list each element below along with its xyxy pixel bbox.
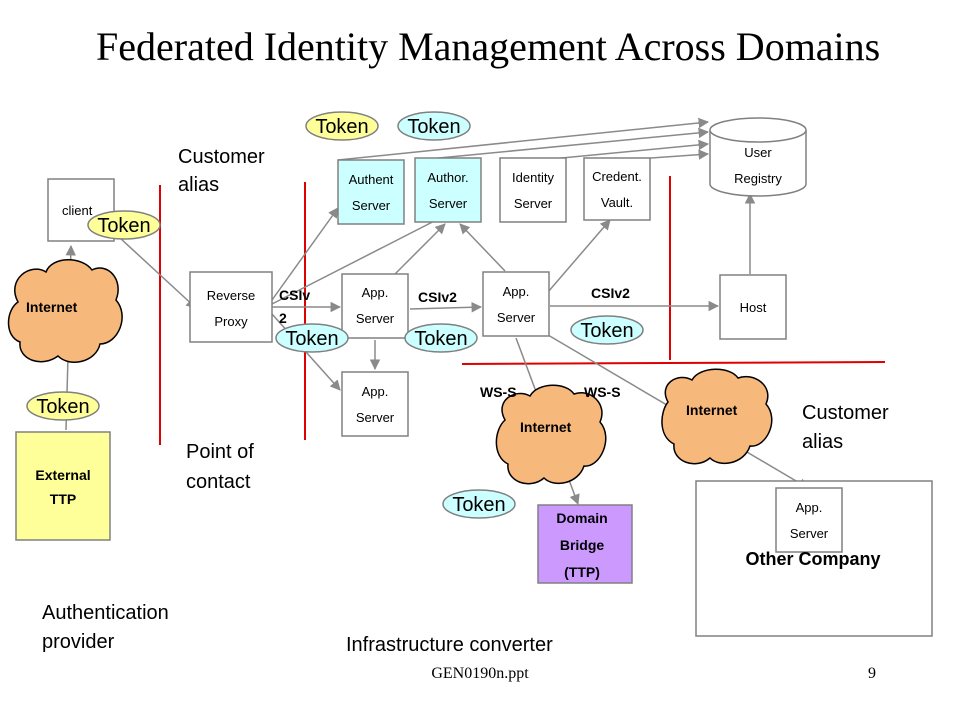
other-app-server-box xyxy=(775,487,843,553)
internet-left-label: Internet xyxy=(26,299,78,315)
token-proxy: Token xyxy=(275,323,349,353)
author-server-line1: Author. xyxy=(427,170,468,185)
external-ttp-line2: TTP xyxy=(50,491,76,507)
token-client-label: Token xyxy=(97,215,150,237)
customer-alias-right-line2: alias xyxy=(802,431,843,453)
app-server-3-node: App. Server xyxy=(341,371,409,437)
external-ttp-line1: External xyxy=(35,467,90,483)
app-server-1-line1: App. xyxy=(362,285,389,300)
token-app2: Token xyxy=(570,315,644,345)
protocol-wss-a: WS-S xyxy=(480,384,517,400)
credent-vault-line2: Vault. xyxy=(601,195,633,210)
footer-page-number: 9 xyxy=(868,665,876,682)
external-ttp-node: External TTP xyxy=(15,431,111,541)
user-registry-line1: User xyxy=(744,145,772,160)
host-label: Host xyxy=(740,300,767,315)
author-server-line2: Server xyxy=(429,196,468,211)
internet-cloud-middle: Internet xyxy=(495,384,607,485)
token-app1: Token xyxy=(404,323,478,353)
arrow-app1-to-app2 xyxy=(409,302,483,313)
identity-server-line2: Server xyxy=(514,196,553,211)
author-server-node: Author. Server xyxy=(414,157,482,223)
token-top-cyan: Token xyxy=(397,111,471,141)
client-node: client xyxy=(47,178,115,242)
token-bridge-label: Token xyxy=(452,494,505,516)
protocol-csiv2-a-line2: 2 xyxy=(279,310,287,326)
other-app-server-line1: App. xyxy=(796,500,823,515)
customer-alias-right-line1: Customer xyxy=(802,402,889,424)
arrow-proxy-to-author xyxy=(271,211,453,305)
page-title: Federated Identity Management Across Dom… xyxy=(96,24,880,69)
point-of-contact-line2: contact xyxy=(186,471,251,493)
internet-cloud-right: Internet xyxy=(661,368,773,465)
authent-server-node: Authent Server xyxy=(337,159,405,225)
identity-server-node: Identity Server xyxy=(499,157,567,223)
reverse-proxy-node: Reverse Proxy xyxy=(189,271,273,343)
token-bridge: Token xyxy=(442,489,516,519)
internet-cloud-left: Internet xyxy=(7,259,123,363)
identity-server-line1: Identity xyxy=(512,170,554,185)
arrow-client-to-proxy xyxy=(119,237,197,309)
arrow-authent-to-registry xyxy=(337,117,710,161)
token-top-yellow-label: Token xyxy=(315,116,368,138)
infrastructure-converter-label: Infrastructure converter xyxy=(346,634,553,656)
authent-server-line2: Server xyxy=(352,198,391,213)
app-server-2-line1: App. xyxy=(503,284,530,299)
domain-bridge-node: Domain Bridge (TTP) xyxy=(537,504,633,584)
credent-vault-line1: Credent. xyxy=(592,169,642,184)
app-server-3-line2: Server xyxy=(356,410,395,425)
token-external-ttp: Token xyxy=(26,391,100,421)
client-label: client xyxy=(62,203,93,218)
reverse-proxy-line2: Proxy xyxy=(214,314,248,329)
customer-alias-top-line2: alias xyxy=(178,174,219,196)
token-app1-label: Token xyxy=(414,328,467,350)
token-external-ttp-label: Token xyxy=(36,396,89,418)
authent-server-line1: Authent xyxy=(349,172,394,187)
internet-right-label: Internet xyxy=(686,402,738,418)
app-server-2-node: App. Server xyxy=(482,271,550,337)
user-registry-node: User Registry xyxy=(709,117,807,197)
arrow-app2-to-vault xyxy=(547,219,611,293)
app-server-2-line2: Server xyxy=(497,310,536,325)
domain-bridge-line1: Domain xyxy=(556,510,607,526)
other-company-node: App. Server Other Company xyxy=(695,480,933,637)
arrow-author-to-registry xyxy=(417,127,710,161)
footer-file: GEN0190n.ppt xyxy=(431,665,529,682)
user-registry-line2: Registry xyxy=(734,171,782,186)
authentication-provider-line2: provider xyxy=(42,631,115,653)
app-server-1-node: App. Server xyxy=(341,273,409,339)
token-top-cyan-label: Token xyxy=(407,116,460,138)
customer-alias-top-line1: Customer xyxy=(178,146,265,168)
point-of-contact-line1: Point of xyxy=(186,441,254,463)
boundary-line-right-horizontal xyxy=(461,361,886,365)
domain-bridge-line2: Bridge xyxy=(560,537,605,553)
protocol-csiv2-c: CSIv2 xyxy=(591,285,630,301)
token-top-yellow: Token xyxy=(305,111,379,141)
reverse-proxy-line1: Reverse xyxy=(207,288,255,303)
arrow-app1-to-author xyxy=(394,223,446,275)
app-server-1-line2: Server xyxy=(356,311,395,326)
arrow-app2-to-author xyxy=(459,223,506,272)
token-client: Token xyxy=(87,210,161,240)
other-app-server-line2: Server xyxy=(790,526,829,541)
domain-bridge-line3: (TTP) xyxy=(564,564,600,580)
other-company-label: Other Company xyxy=(745,549,880,569)
token-proxy-label: Token xyxy=(285,328,338,350)
token-app2-label: Token xyxy=(580,320,633,342)
protocol-wss-b: WS-S xyxy=(584,384,621,400)
protocol-csiv2-a-line1: CSIv xyxy=(279,287,310,303)
internet-middle-label: Internet xyxy=(520,419,572,435)
host-node: Host xyxy=(719,274,787,340)
app-server-3-line1: App. xyxy=(362,384,389,399)
arrow-proxy-to-authent xyxy=(271,207,339,301)
protocol-csiv2-b: CSIv2 xyxy=(418,289,457,305)
credent-vault-node: Credent. Vault. xyxy=(583,157,651,221)
authentication-provider-line1: Authentication xyxy=(42,602,169,624)
